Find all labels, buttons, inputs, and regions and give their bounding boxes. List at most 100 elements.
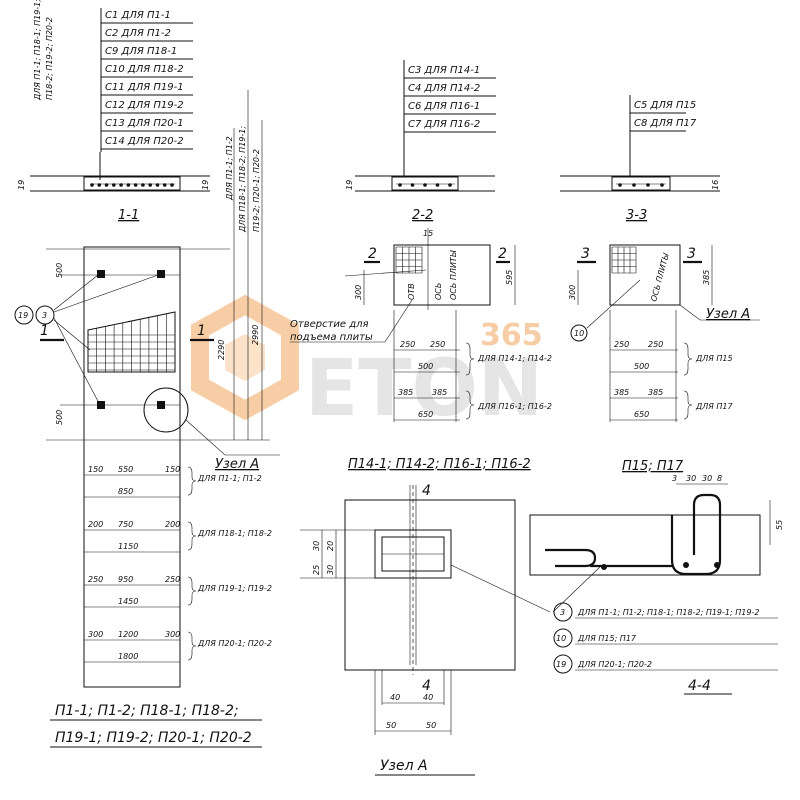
legend-callout bbox=[553, 654, 573, 674]
watermark-text: ETON bbox=[305, 344, 543, 434]
node-a-dim-4: 30 bbox=[326, 565, 335, 575]
plan-1-section-mark-right: 1 bbox=[197, 323, 206, 339]
dims-3-3-note1: ДЛЯ П15 bbox=[695, 354, 733, 363]
watermark-logo-icon bbox=[191, 294, 299, 421]
plan-1-title-line2: П19-1; П19-2; П20-1; П20-2 bbox=[55, 730, 252, 746]
rebar-dot bbox=[660, 183, 664, 187]
section-2-2-dim-right: 595 bbox=[505, 270, 514, 285]
section-3-3-dim-right: 385 bbox=[702, 270, 711, 285]
section-1-1: 19 19 1-1 ДЛЯ П1-1; П1-2 ДЛЯ П18-1; П18-… bbox=[17, 90, 263, 440]
plan-1-dim-total: 1450 bbox=[118, 597, 138, 606]
node-p15-dim-top-4: 8 bbox=[717, 474, 722, 483]
dims-2-2-note2: ДЛЯ П16-1; П16-2 bbox=[477, 402, 552, 411]
plan-1-dim-edge-right: 150 bbox=[165, 465, 180, 474]
rebar-table-2-row: C6 ДЛЯ П16-1 bbox=[408, 101, 480, 112]
dims-3-3-d: 385 bbox=[614, 388, 629, 397]
hole-note-line1: Отверстие для bbox=[290, 319, 369, 330]
rebar-dot bbox=[112, 183, 116, 187]
section-3-3-mark-left: 3 bbox=[581, 246, 590, 262]
rebar-table-2-row: C4 ДЛЯ П14-2 bbox=[408, 83, 480, 94]
node-a-mark-bottom: 4 bbox=[422, 678, 431, 694]
node-a-mark-top: 4 bbox=[422, 483, 431, 499]
callout-10 bbox=[570, 324, 588, 342]
dims-3-3-node-label: Узел А bbox=[706, 307, 750, 322]
rebar-table-1-row: C10 ДЛЯ П18-2 bbox=[105, 64, 184, 75]
rebar-dot bbox=[90, 183, 94, 187]
rebar-dot bbox=[618, 183, 622, 187]
rebar-dot bbox=[410, 183, 415, 187]
node-a: П14-1; П14-2; П16-1; П16-2 4 4 30 25 20 … bbox=[300, 457, 551, 776]
node-a-dim-1: 30 bbox=[312, 541, 321, 551]
plan-1-dim-note: ДЛЯ П20-1; П20-2 bbox=[197, 639, 272, 648]
plan-1-dim-edge-right: 200 bbox=[165, 520, 180, 529]
rebar-table-1-row: C9 ДЛЯ П18-1 bbox=[105, 46, 177, 57]
reinforcement-grid-3-3 bbox=[611, 246, 637, 274]
section-3-3: 16 3-3 3 3 ОСЬ ПЛИТЫ 385 300 10 Узел А bbox=[560, 175, 760, 342]
dims-2-2-c: 500 bbox=[418, 362, 433, 371]
section-3-3-title: 3-3 bbox=[626, 208, 647, 223]
section-2-2-hole-label-2: ОТВ bbox=[407, 283, 416, 300]
rebar-dot bbox=[170, 183, 174, 187]
plan-1-callout-3: 3 bbox=[42, 311, 47, 320]
plan-1-dim-top: 500 bbox=[55, 263, 64, 278]
dims-2-2-e: 385 bbox=[432, 388, 447, 397]
rebar-dot bbox=[133, 183, 138, 187]
plan-1-title-line1: П1-1; П1-2; П18-1; П18-2; bbox=[55, 703, 239, 719]
legend-text: ДЛЯ П20-1; П20-2 bbox=[577, 660, 652, 669]
watermark: ETON 365 bbox=[191, 294, 543, 434]
reinforcement-mesh bbox=[87, 311, 176, 373]
rebar-dot bbox=[148, 183, 152, 187]
plan-1-dim-total: 1800 bbox=[118, 652, 138, 661]
node-a-dim-bottom-outer-1: 50 bbox=[386, 721, 396, 730]
plan-1-dim-2990: 2990 bbox=[251, 325, 260, 345]
plan-1-title: П1-1; П1-2; П18-1; П18-2; П19-1; П19-2; … bbox=[50, 703, 262, 748]
rebar-dot bbox=[155, 183, 160, 187]
plan-1-dim-mid: 750 bbox=[118, 520, 133, 529]
dims-3-3-f: 650 bbox=[634, 410, 649, 419]
node-p15-dim-top-1: 3 bbox=[672, 474, 677, 483]
rebar-table-3-row: C8 ДЛЯ П17 bbox=[634, 118, 697, 129]
hole-note-line2: подъема плиты bbox=[290, 332, 373, 343]
rebar-dot bbox=[632, 183, 636, 187]
legend-callout bbox=[553, 628, 573, 648]
plan-1-section-mark-left: 1 bbox=[40, 323, 49, 339]
rebar-dot bbox=[646, 183, 650, 187]
plan-1-dim-mid: 1200 bbox=[118, 630, 138, 639]
legend-text: ДЛЯ П15; П17 bbox=[577, 634, 637, 643]
node-a-dim-bottom-outer-2: 50 bbox=[426, 721, 436, 730]
node-a-title: П14-1; П14-2; П16-1; П16-2 bbox=[348, 457, 531, 472]
section-2-2-hole-label-1: ОСЬ bbox=[434, 283, 443, 300]
dims-3-3-a: 250 bbox=[614, 340, 629, 349]
rebar-table-1-row: C1 ДЛЯ П1-1 bbox=[105, 10, 171, 21]
rebar-table-1-row: C2 ДЛЯ П1-2 bbox=[105, 28, 171, 39]
rebar-dot bbox=[104, 183, 109, 187]
node-a-caption: Узел А bbox=[380, 758, 428, 774]
lifting-hole-mark bbox=[157, 401, 165, 409]
section-2-2-dim-top: 15 bbox=[423, 229, 433, 238]
plan-1-dim-edge: 300 bbox=[88, 630, 103, 639]
rebar-table-2-row: C3 ДЛЯ П14-1 bbox=[408, 65, 480, 76]
rebar-dot bbox=[126, 183, 131, 187]
callout-19 bbox=[14, 305, 34, 325]
section-3-3-dim-side: 16 bbox=[711, 180, 720, 190]
dims-3-3-callout: 10 bbox=[574, 329, 584, 338]
node-p15-dim-top-2: 30 bbox=[686, 474, 696, 483]
dims-2-2-note1: ДЛЯ П14-1; П14-2 bbox=[477, 354, 552, 363]
legend-num: 3 bbox=[560, 608, 565, 617]
legend-callout bbox=[553, 602, 573, 622]
hole-note: Отверстие для подъема плиты bbox=[290, 299, 413, 343]
rebar-table-1-row: C13 ДЛЯ П20-1 bbox=[105, 118, 184, 129]
dims-2-2-d: 385 bbox=[398, 388, 413, 397]
section-2-2-hole-label-3: ОСЬ ПЛИТЫ bbox=[449, 250, 458, 300]
lifting-hole-mark bbox=[157, 270, 165, 278]
rebar-dot bbox=[398, 183, 402, 187]
plan-1-dim-bottom: 500 bbox=[55, 410, 64, 425]
dims-3-3-e: 385 bbox=[648, 388, 663, 397]
lifting-hole-mark bbox=[97, 401, 105, 409]
plan-1-dim-edge: 150 bbox=[88, 465, 103, 474]
node-p15: П15; П17 3 30 30 8 55 4-4 bbox=[529, 459, 784, 695]
rebar-table-1-row: C14 ДЛЯ П20-2 bbox=[105, 136, 184, 147]
plan-1-dim-2290: 2290 bbox=[217, 340, 226, 360]
